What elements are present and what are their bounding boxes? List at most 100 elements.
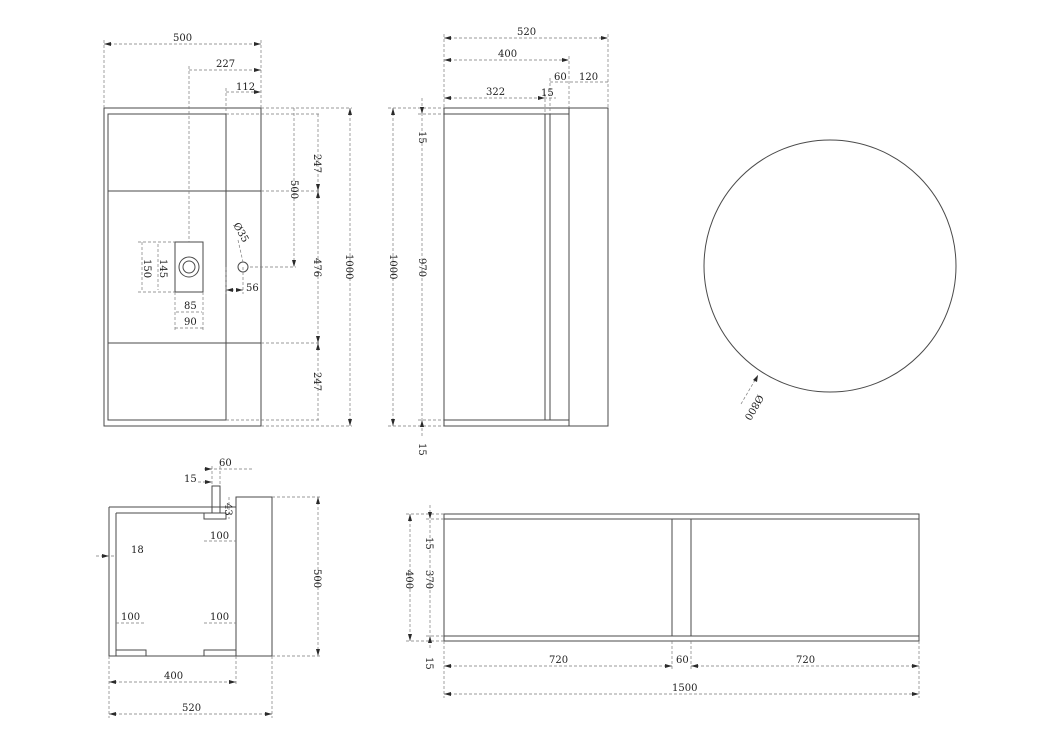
foot-right xyxy=(203,649,237,657)
side-outer-outline xyxy=(443,107,609,427)
dim-bot-60: 60 xyxy=(676,655,689,666)
dim-side-322: 322 xyxy=(486,87,505,98)
arrow-227-r xyxy=(254,68,261,72)
dim-sec-400: 400 xyxy=(164,671,183,682)
dim-bot-15-bot: 15 xyxy=(423,657,434,670)
dim-side-15-vert-bot: 15 xyxy=(416,443,427,456)
section-ledge xyxy=(203,512,227,520)
arrow-520-l xyxy=(444,36,451,40)
dim-247-bottom: 247 xyxy=(311,372,322,391)
dim-90: 90 xyxy=(184,317,197,328)
dim-side-120: 120 xyxy=(579,72,598,83)
arrow-side-970-b xyxy=(420,420,424,427)
dim-sec-520: 520 xyxy=(182,703,201,714)
arrow-sec-520-r xyxy=(265,712,272,716)
arrow-476-b xyxy=(316,336,320,343)
dim-227: 227 xyxy=(216,59,235,70)
bottom-outer-outline xyxy=(443,513,920,642)
arrow-bot-370-b xyxy=(428,636,432,643)
dim-foot-left: 100 xyxy=(121,612,140,623)
dim-56: 56 xyxy=(246,283,259,294)
arrow-bot-400-b xyxy=(408,634,412,641)
arrow-side-1000-t xyxy=(391,108,395,115)
arrow-sec-60-l xyxy=(205,467,212,471)
foot-left xyxy=(115,649,147,657)
bottom-view: 15 400 370 15 720 60 720 1500 xyxy=(403,505,920,698)
arrow-sec-18 xyxy=(102,554,109,558)
dim-85: 85 xyxy=(184,301,197,312)
dim-sec-500: 500 xyxy=(311,569,322,588)
dim-dia800: Ø800 xyxy=(742,393,765,422)
drain-inner-ring xyxy=(182,260,196,274)
arrow-520-r xyxy=(601,36,608,40)
arrow-400-l xyxy=(444,58,451,62)
arrow-bot-1500-l xyxy=(444,692,451,696)
dim-247-top: 247 xyxy=(311,154,322,173)
mirror-circle xyxy=(703,139,957,393)
arrow-56-l xyxy=(226,288,233,292)
dim-bot-15-top: 15 xyxy=(423,537,434,550)
arrow-247-t xyxy=(316,184,320,191)
dim-145: 145 xyxy=(157,259,168,278)
section-view: 60 15 43 100 18 100 100 500 400 520 xyxy=(96,458,322,718)
dim-112: 112 xyxy=(236,82,255,93)
dim-500-vert: 500 xyxy=(288,180,299,199)
arrow-side-1000-b xyxy=(391,419,395,426)
arrow-side-970-t xyxy=(420,107,424,114)
dim-bot-400: 400 xyxy=(403,570,414,589)
dim-bot-370: 370 xyxy=(423,570,434,589)
arrow-500-l xyxy=(104,42,111,46)
dim-side-15-vert-top: 15 xyxy=(416,131,427,144)
section-tap-block xyxy=(211,485,221,514)
dim-side-15-top: 15 xyxy=(541,88,554,99)
section-outline xyxy=(108,496,273,657)
arrow-500-r xyxy=(254,42,261,46)
leader-dia35 xyxy=(237,239,244,263)
dim-bot-720-left: 720 xyxy=(549,655,568,666)
arrow-bot-720r-l xyxy=(691,664,698,668)
arrow-sec-15 xyxy=(205,480,212,484)
arrow-1000-t xyxy=(348,108,352,115)
dim-sec-100-top: 100 xyxy=(210,531,229,542)
arrow-56-r xyxy=(236,288,243,292)
arrow-1000-b xyxy=(348,419,352,426)
dim-side-520: 520 xyxy=(517,27,536,38)
dim-side-400: 400 xyxy=(498,49,517,60)
side-view: 520 400 60 120 322 15 15 1000 970 15 xyxy=(387,27,609,456)
dim-side-970: 970 xyxy=(416,258,427,277)
dim-476: 476 xyxy=(311,258,322,277)
dim-sec-15: 15 xyxy=(184,474,197,485)
arrow-500v-b xyxy=(292,260,296,267)
drain-outer-ring xyxy=(178,256,200,278)
dim-dia35: Ø35 xyxy=(230,221,250,245)
dim-sec-43: 43 xyxy=(222,503,233,516)
arrow-322-l xyxy=(444,96,451,100)
arrow-400-r xyxy=(562,58,569,62)
dim-150: 150 xyxy=(141,259,152,278)
arrow-112-r xyxy=(254,90,261,94)
front-view: 500 227 112 247 500 476 247 1000 Ø35 56 … xyxy=(103,33,354,427)
dim-bot-720-right: 720 xyxy=(796,655,815,666)
dim-1000: 1000 xyxy=(343,254,354,279)
arrow-sec-500-b xyxy=(316,649,320,656)
arrow-sec-400-l xyxy=(109,680,116,684)
plan-view: Ø800 xyxy=(703,139,957,422)
arrow-bot-370-t xyxy=(428,512,432,519)
arrow-bot-720l-r xyxy=(665,664,672,668)
arrow-bot-400-t xyxy=(408,514,412,521)
dim-bot-1500: 1500 xyxy=(672,683,697,694)
arrow-247b-t xyxy=(316,343,320,350)
dim-500-top: 500 xyxy=(173,33,192,44)
dim-sec-60: 60 xyxy=(219,458,232,469)
dim-sec-18: 18 xyxy=(131,545,144,556)
arrow-bot-1500-r xyxy=(912,692,919,696)
dim-foot-right: 100 xyxy=(210,612,229,623)
arrow-bot-720r-r xyxy=(912,664,919,668)
arrow-476-t xyxy=(316,191,320,198)
dim-side-1000: 1000 xyxy=(387,254,398,279)
arrow-sec-400-r xyxy=(229,680,236,684)
leader-dia800 xyxy=(740,374,759,405)
arrow-bot-720l-l xyxy=(444,664,451,668)
arrow-dia800 xyxy=(753,375,758,382)
